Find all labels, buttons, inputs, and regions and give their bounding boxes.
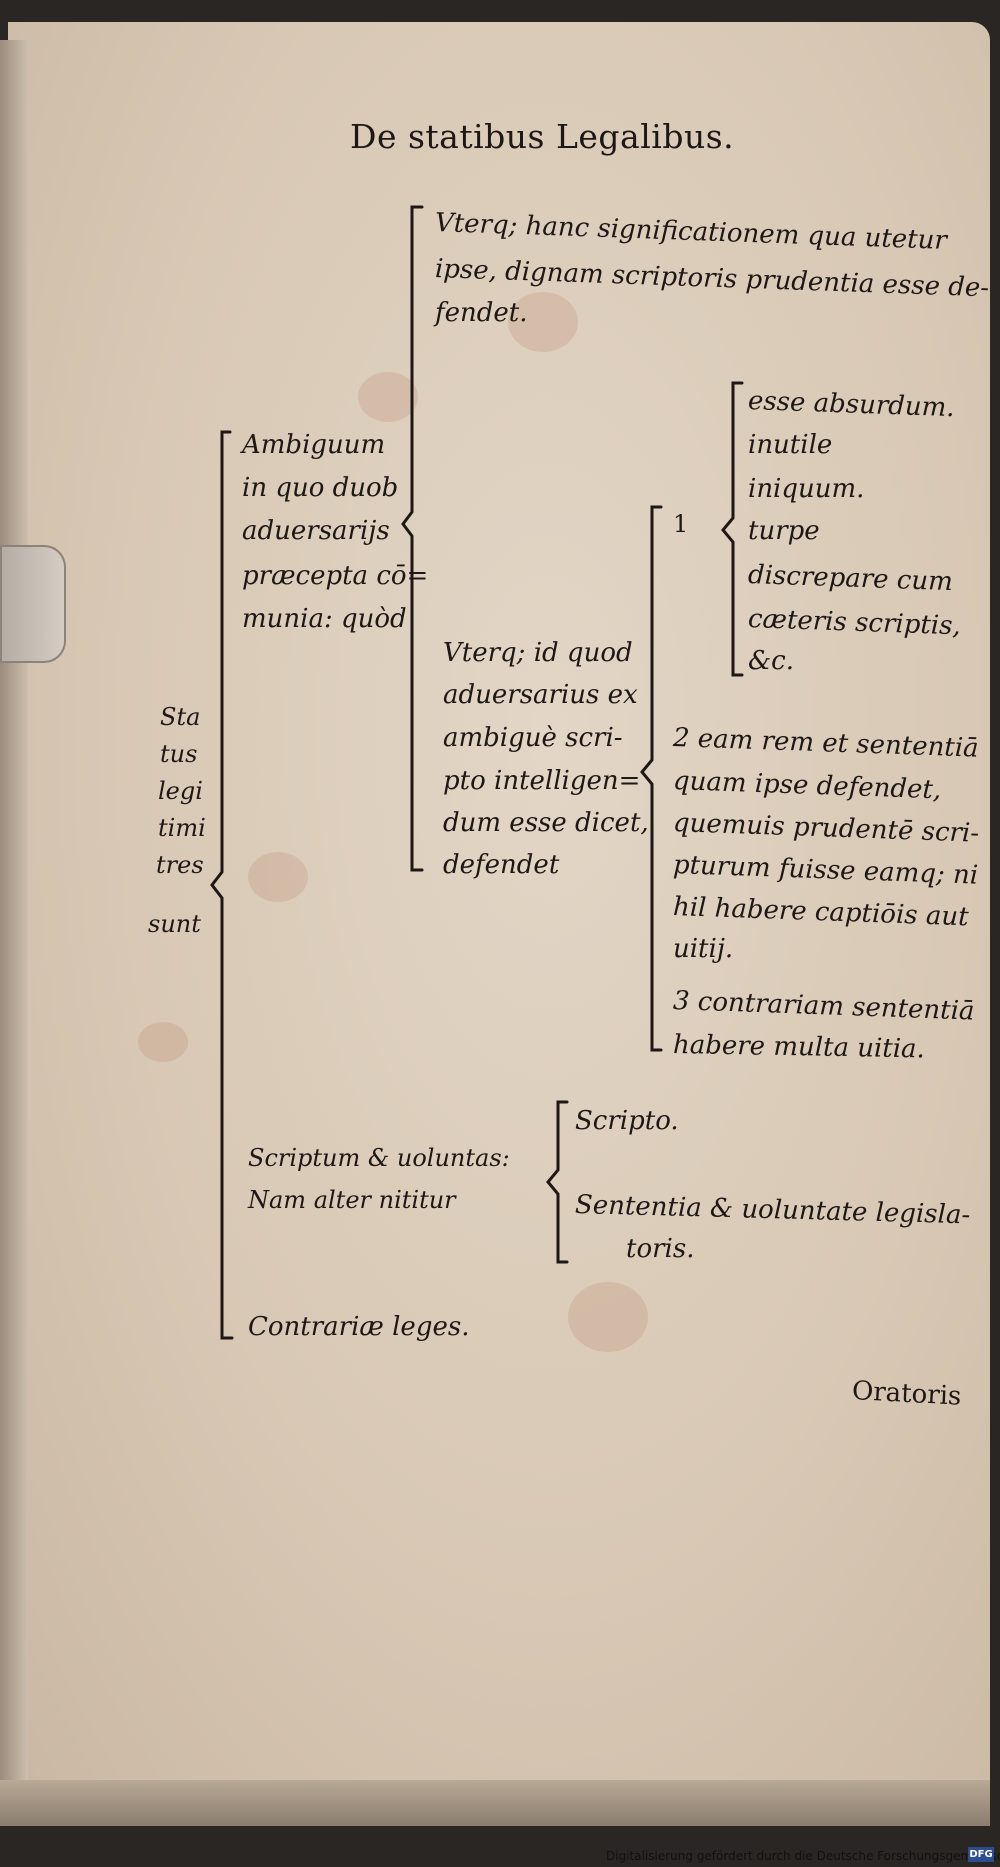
page-title: De statibus Legalibus. — [350, 117, 735, 156]
point1-number: 1 — [673, 510, 689, 538]
digitization-credit: Digitalisierung gefördert durch die Deut… — [606, 1849, 1000, 1863]
utrque-mid-line: dum esse dicet, — [443, 808, 649, 838]
scriptum-line: Scriptum & uoluntas: — [248, 1144, 510, 1172]
status-line: legi — [158, 777, 203, 805]
utrque-mid-line: pto intelligen= — [443, 766, 641, 796]
status-line: tres — [156, 851, 204, 879]
paper-stain — [508, 292, 578, 352]
scriptum-brace — [546, 1100, 569, 1264]
point2-line: uitij. — [673, 934, 734, 964]
point1-line: iniquum. — [748, 474, 865, 504]
scripto-label: Scripto. — [575, 1106, 679, 1136]
point1-line: inutile — [748, 430, 833, 460]
status-line: sunt — [148, 910, 201, 938]
point1-line: turpe — [748, 516, 820, 546]
point1-line: discrepare cum — [747, 560, 954, 598]
point1-line: esse absurdum. — [747, 386, 956, 424]
scriptum-line: Nam alter nititur — [248, 1186, 456, 1214]
point1-brace — [721, 381, 744, 677]
utrque-top-line: fendet. — [435, 298, 528, 328]
utrque-mid-line: defendet — [443, 850, 560, 880]
status-line: Sta — [160, 703, 201, 731]
status-line: timi — [158, 814, 206, 842]
ambiguum-line: aduersarijs — [242, 516, 390, 546]
utrque-mid-line: ambiguè scri- — [443, 723, 623, 753]
ambiguum-line: munia: quòd — [242, 604, 407, 634]
book-page — [8, 22, 990, 1812]
page-gutter-edge — [0, 40, 28, 1810]
paper-stain — [138, 1022, 188, 1062]
contrariae-label: Contrariæ leges. — [248, 1312, 470, 1342]
catchword: Oratoris — [851, 1376, 963, 1412]
point1-line: &c. — [748, 646, 794, 676]
dfg-logo: DFG — [968, 1847, 994, 1862]
ambiguum-brace — [401, 205, 424, 872]
scan-clip-tab — [0, 545, 66, 663]
ambiguum-line: in quo duob — [242, 473, 399, 503]
status-line: tus — [160, 740, 198, 768]
main-brace — [210, 430, 234, 1340]
ambiguum-line: Ambiguum — [242, 430, 386, 460]
paper-stain — [358, 372, 418, 422]
page-bottom-edge — [0, 1780, 990, 1826]
paper-stain — [248, 852, 308, 902]
sententia-line: toris. — [626, 1234, 695, 1264]
paper-stain — [568, 1282, 648, 1352]
point3-line: habere multa uitia. — [672, 1030, 926, 1065]
ambiguum-line: præcepta cō= — [242, 561, 429, 591]
utrque-mid-line: aduersarius ex — [443, 680, 638, 710]
utrque-mid-line: Vterq; id quod — [443, 638, 633, 668]
point1-line: cæteris scriptis, — [747, 604, 962, 642]
mid-brace — [640, 505, 663, 1052]
